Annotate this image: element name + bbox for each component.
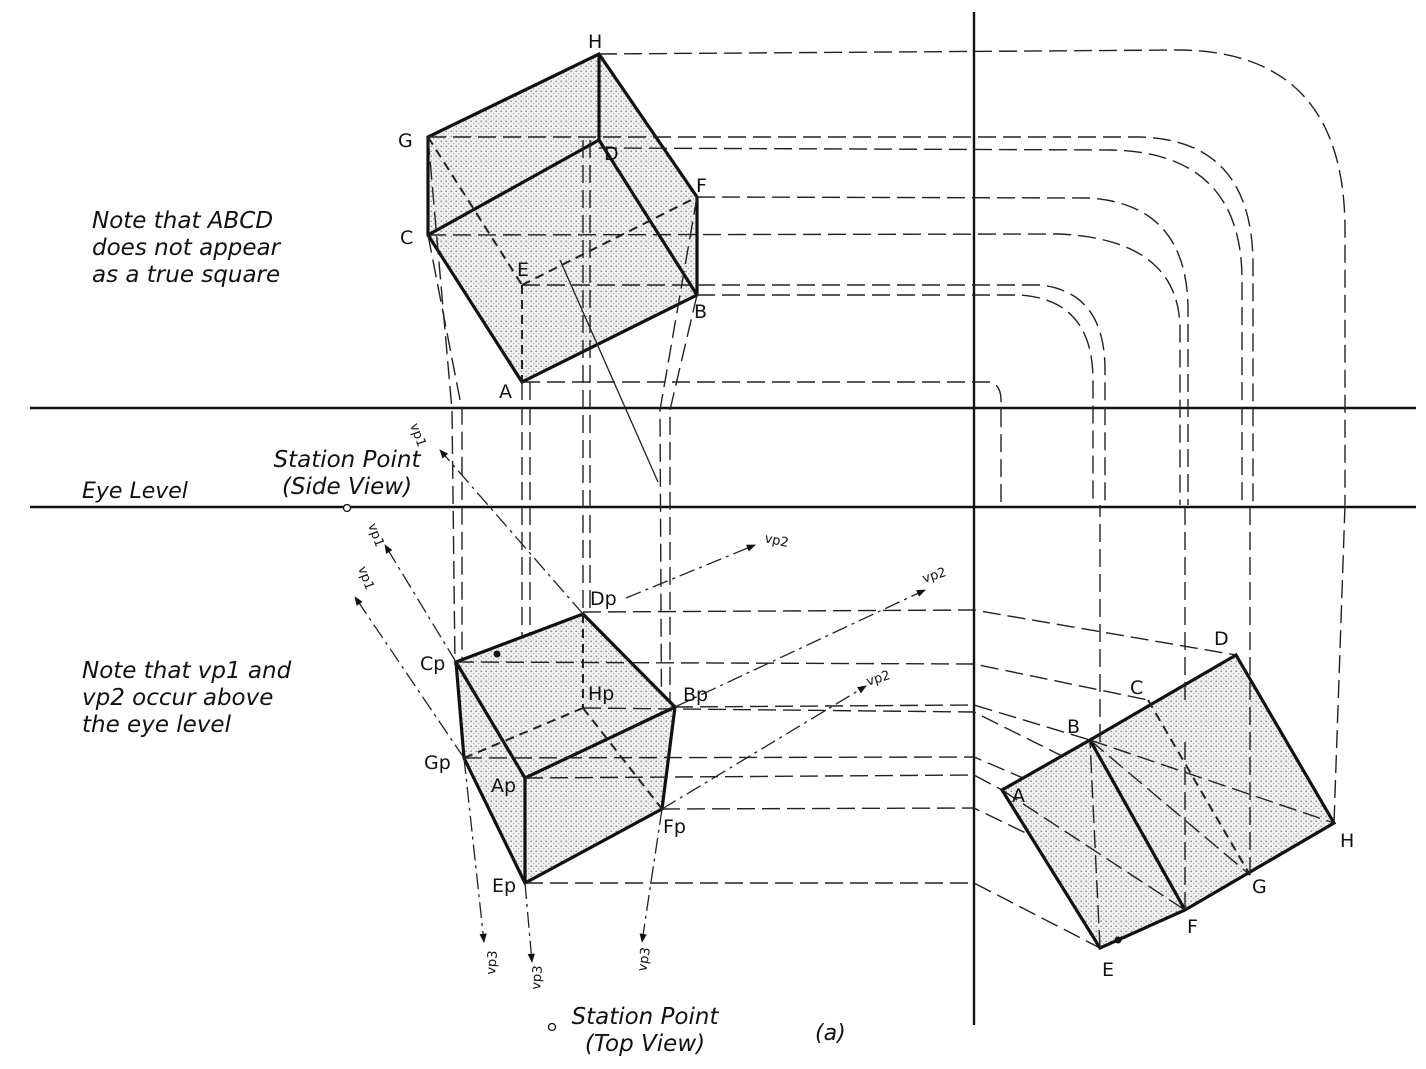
note-vp-above-eye: Note that vp1 and vp2 occur above the ey… (82, 658, 292, 738)
vp2-label-b: vp2 (921, 565, 949, 587)
persp-label-Ep: Ep (492, 875, 516, 897)
persp-label-Gp: Gp (424, 752, 451, 774)
persp-label-Fp: Fp (663, 816, 686, 838)
vp2-label-c: vp2 (865, 668, 893, 690)
top-label-H: H (1340, 830, 1354, 852)
vp3-label-a: vp3 (484, 950, 501, 975)
top-view-labels: D C B A H G F E (1012, 628, 1354, 981)
station-point-top-label: Station Point (Top View) (571, 1004, 719, 1057)
side-label-C: C (400, 227, 413, 249)
persp-label-Hp: Hp (588, 683, 614, 705)
persp-label-Ap: Ap (491, 775, 516, 797)
top-view-plan (999, 504, 1346, 951)
vp1-label-top: vp1 (406, 421, 428, 449)
persp-label-Dp: Dp (590, 588, 617, 610)
figure-caption: (a) (815, 1021, 846, 1046)
side-label-A: A (499, 381, 512, 403)
side-view-labels: H G D F C E B A (398, 31, 707, 403)
vp3-label-c: vp3 (635, 946, 654, 972)
station-point-side-marker (342, 503, 352, 513)
side-label-B: B (694, 301, 707, 323)
side-view-cube (426, 51, 699, 483)
eye-level-label: Eye Level (82, 479, 188, 504)
note-abcd: Note that ABCD does not appear as a true… (92, 208, 281, 288)
station-point-top-marker (547, 1022, 557, 1032)
station-point-side-label: Station Point (Side View) (273, 447, 421, 500)
vanishing-point-labels: vp1 vp1 vp1 vp2 vp2 vp2 vp3 vp3 vp3 (354, 421, 948, 990)
side-label-H: H (588, 31, 602, 53)
vanishing-rays (354, 449, 926, 963)
persp-label-Cp: Cp (420, 653, 445, 675)
top-label-B: B (1067, 716, 1080, 738)
vp1-label-low: vp1 (354, 564, 376, 592)
vp3-label-b: vp3 (529, 965, 546, 990)
side-transfer-lines (427, 49, 1346, 505)
top-label-A: A (1012, 785, 1025, 807)
top-label-D: D (1214, 628, 1229, 650)
top-label-G: G (1252, 876, 1267, 898)
top-label-E: E (1102, 959, 1114, 981)
vp1-label-mid: vp1 (364, 521, 386, 549)
vp2-label-a: vp2 (763, 531, 790, 551)
side-label-D: D (604, 143, 619, 165)
persp-label-Bp: Bp (683, 684, 708, 706)
top-label-F: F (1187, 916, 1198, 938)
top-label-C: C (1130, 677, 1143, 699)
side-label-G: G (398, 130, 413, 152)
perspective-labels: Dp Cp Hp Bp Gp Ap Fp Ep (420, 588, 708, 897)
side-label-F: F (696, 175, 707, 197)
descriptive-labels: Eye Level (a) (82, 479, 846, 1046)
perspective-cube (454, 612, 677, 886)
side-label-E: E (517, 259, 529, 281)
